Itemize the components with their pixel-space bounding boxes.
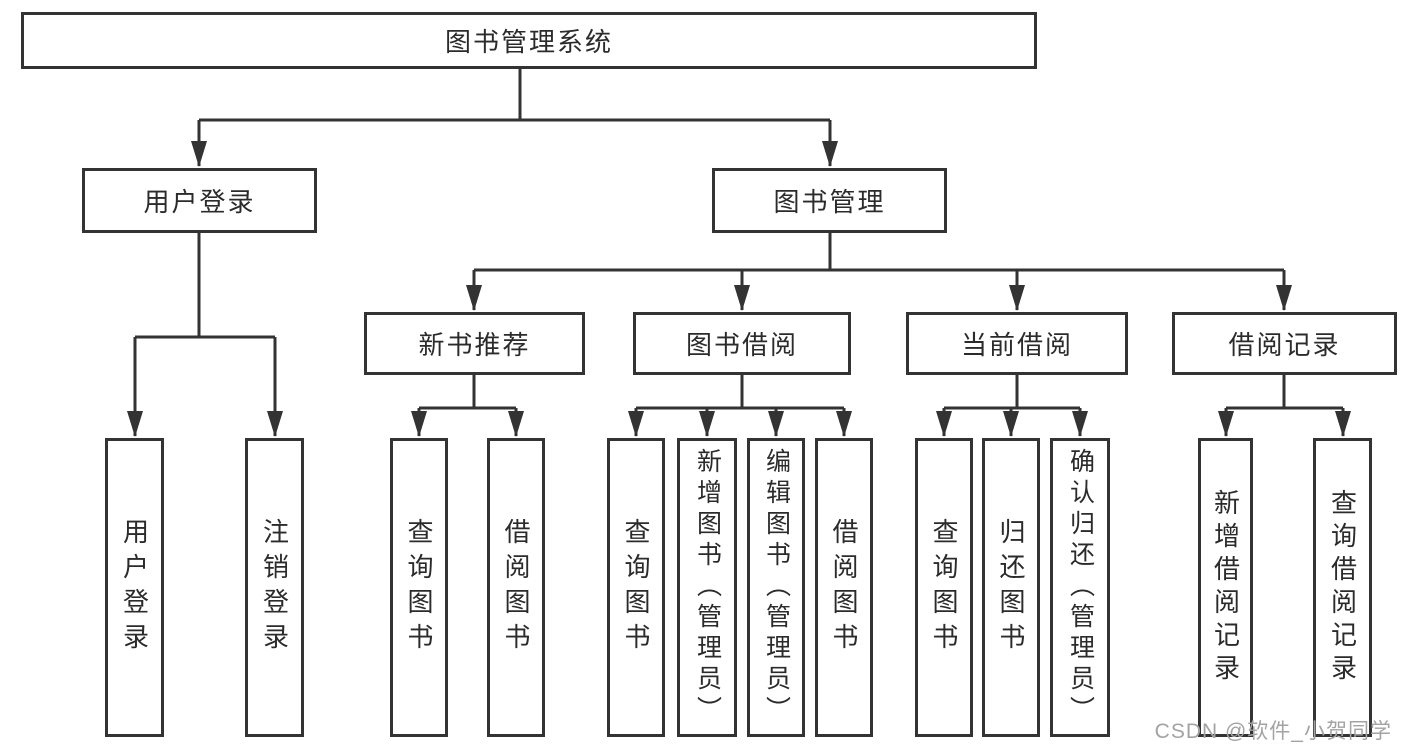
node-query-borrow-record: 查询借阅记录 [1313, 438, 1372, 737]
node-return-books: 归还图书 [982, 438, 1040, 737]
connector-root-distributor [199, 69, 830, 122]
connector-book-management-distributor [474, 233, 1284, 272]
node-edit-books-admin: 编辑图书（管理员） [747, 438, 805, 737]
node-user-login-leaf: 用户登录 [105, 438, 164, 737]
node-confirm-return-admin: 确认归还（管理员） [1050, 438, 1110, 737]
node-borrowing-records: 借阅记录 [1172, 312, 1397, 375]
node-borrow-books-recommend: 借阅图书 [487, 438, 545, 737]
connector-current-distributor [944, 375, 1080, 410]
node-book-management: 图书管理 [712, 168, 947, 233]
connector-borrowing-distributor [636, 375, 844, 410]
node-query-books-recommend: 查询图书 [390, 438, 448, 737]
node-logout: 注销登录 [245, 438, 304, 737]
node-add-borrow-record: 新增借阅记录 [1198, 438, 1253, 737]
node-current-borrowing: 当前借阅 [906, 312, 1128, 375]
node-borrow-books-borrowing: 借阅图书 [815, 438, 873, 737]
node-query-books-current: 查询图书 [915, 438, 973, 737]
connector-records-distributor [1226, 375, 1343, 410]
node-user-login: 用户登录 [82, 168, 317, 233]
node-query-books-borrowing: 查询图书 [607, 438, 665, 737]
connector-recommend-distributor [419, 375, 516, 410]
connector-user-login-distributor [135, 233, 275, 339]
node-book-borrowing: 图书借阅 [633, 312, 851, 375]
node-new-book-recommend: 新书推荐 [364, 312, 585, 375]
node-add-books-admin: 新增图书（管理员） [677, 438, 737, 737]
csdn-watermark: CSDN @软件_小贺同学 [1154, 720, 1392, 743]
node-library-management-system: 图书管理系统 [21, 12, 1037, 69]
